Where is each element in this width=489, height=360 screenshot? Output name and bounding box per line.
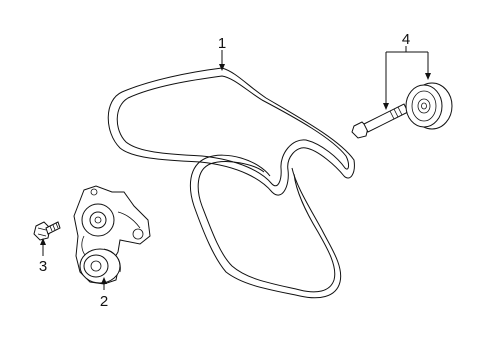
idler-pulley: [405, 82, 453, 130]
callout-1: 1: [218, 35, 226, 52]
callout-3: 3: [39, 258, 47, 275]
belt-tensioner: [73, 185, 151, 285]
idler-pulley-bolt: [351, 103, 409, 139]
callout-4: 4: [402, 31, 410, 48]
callout-2: 2: [100, 293, 108, 310]
serpentine-belt: [107, 67, 355, 299]
idler-pulley-assembly: [351, 82, 453, 139]
tensioner-bolt: [33, 221, 61, 241]
leader-lines: [40, 46, 431, 290]
